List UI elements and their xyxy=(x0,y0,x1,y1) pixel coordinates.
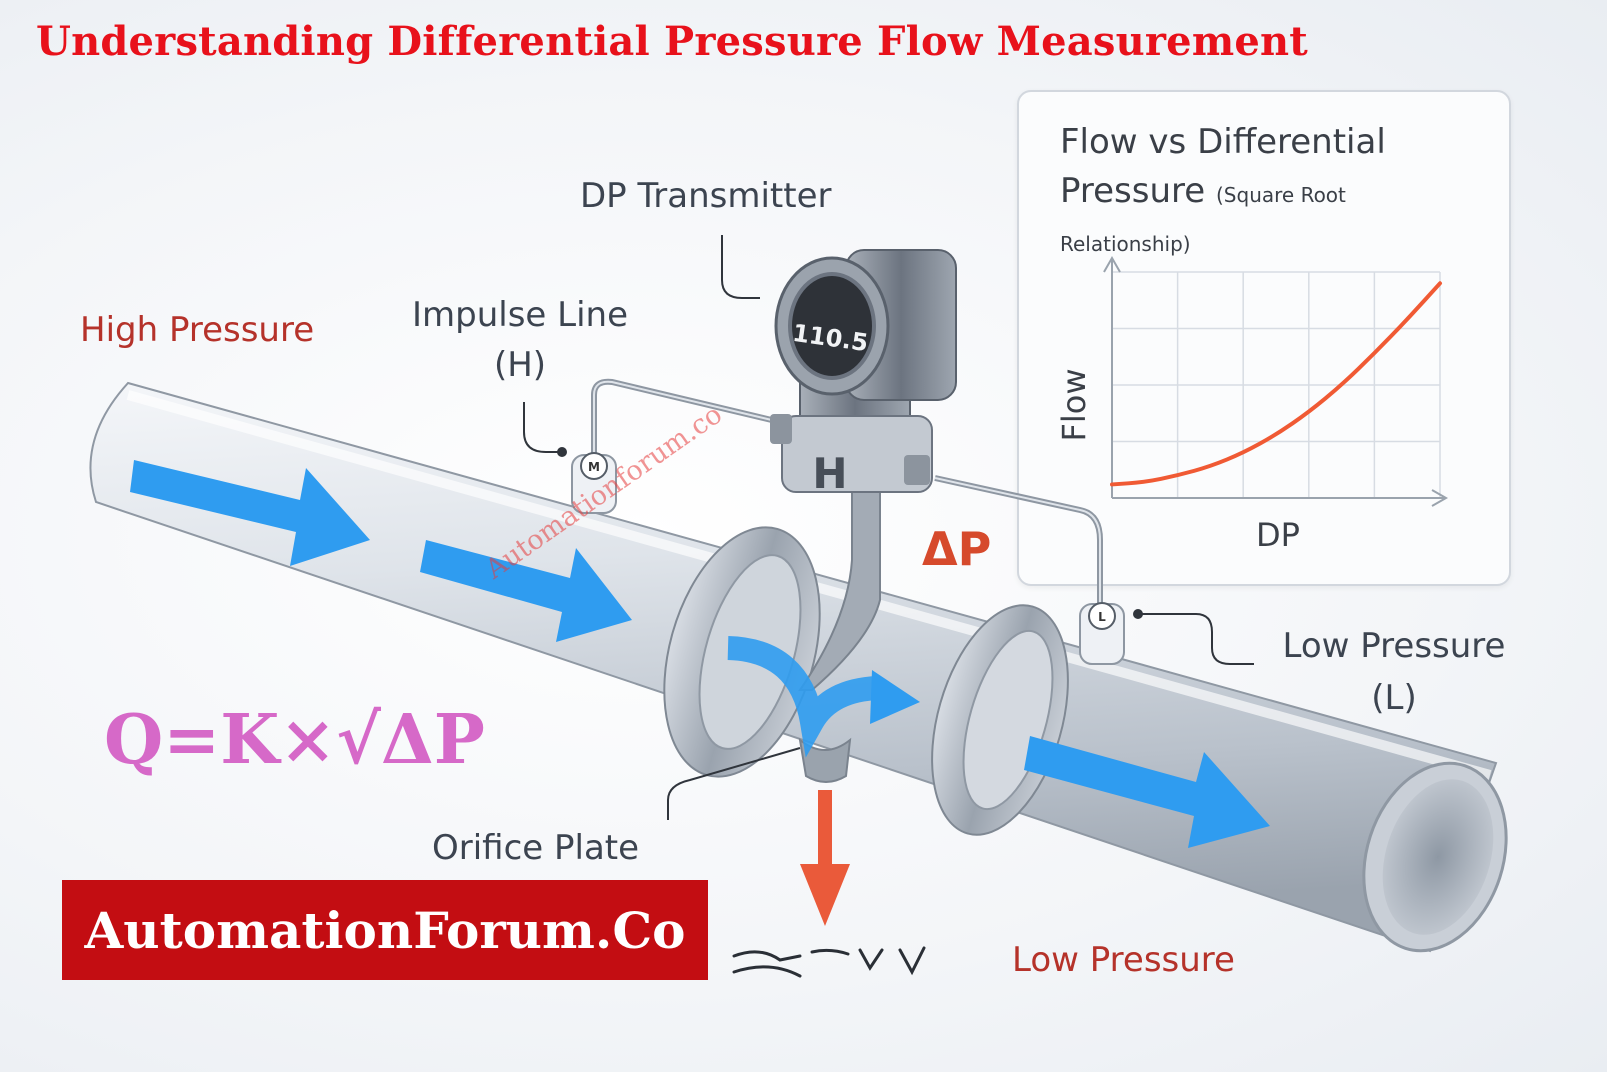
flow-curve-icon xyxy=(727,636,879,758)
high-tap-letter: M xyxy=(588,460,600,474)
chart-plot: Flow DP xyxy=(1055,255,1449,554)
low-pressure-tap-tag: (L) xyxy=(1371,678,1417,718)
chart-subtitle: (Square Root Relationship) xyxy=(1060,183,1346,256)
page-title: Understanding Differential Pressure Flow… xyxy=(36,18,1308,65)
flow-arrow-icon xyxy=(420,540,632,642)
high-pressure-label: High Pressure xyxy=(80,310,315,350)
orifice-drain-nozzle xyxy=(798,737,852,783)
impulse-line-tag: (H) xyxy=(493,345,547,385)
chart-x-axis-arrow-icon xyxy=(1431,489,1449,507)
chart-series-line xyxy=(1110,281,1442,487)
impulse-line-label-block: Impulse Line (H) xyxy=(400,290,640,390)
chart-title: Flow vs Differential Pressure xyxy=(1060,122,1386,211)
brand-banner: AutomationForum.Co xyxy=(62,880,708,980)
chart-y-label: Flow xyxy=(1055,368,1093,441)
flow-curve-arrowhead-icon xyxy=(870,670,920,724)
flow-formula: Q=K×√ΔP xyxy=(104,700,485,780)
low-pressure-tap-label-block: Low Pressure (L) xyxy=(1264,620,1524,724)
flow-arrows xyxy=(130,460,1270,848)
chart-y-axis-arrow-icon xyxy=(1103,255,1121,273)
chart-title-block: Flow vs Differential Pressure (Square Ro… xyxy=(1060,118,1480,265)
leader-lines xyxy=(523,235,1254,820)
drain-arrow-icon xyxy=(800,790,850,926)
delta-p-label: ΔP xyxy=(922,522,992,576)
transmitter-body-letter: H xyxy=(812,449,847,498)
dp-transmitter: 110.5 H xyxy=(770,249,957,498)
impulse-line-label: Impulse Line xyxy=(411,295,629,335)
low-pressure-tap-label: Low Pressure xyxy=(1282,626,1506,666)
low-pressure-label: Low Pressure xyxy=(1012,940,1235,980)
chart-grid xyxy=(1112,271,1441,498)
dp-transmitter-label: DP Transmitter xyxy=(580,176,832,216)
high-pressure-tap: M xyxy=(571,452,617,514)
low-pressure-tap: L xyxy=(1079,602,1125,665)
chart-x-label: DP xyxy=(1256,516,1300,554)
low-tap-letter: L xyxy=(1098,610,1106,624)
flow-arrow-icon xyxy=(1024,736,1270,848)
chart-card xyxy=(1017,90,1511,586)
liquid-drip-icon xyxy=(732,946,926,978)
orifice-plate-label: Orifice Plate xyxy=(432,828,640,868)
flow-arrow-icon xyxy=(130,460,370,566)
